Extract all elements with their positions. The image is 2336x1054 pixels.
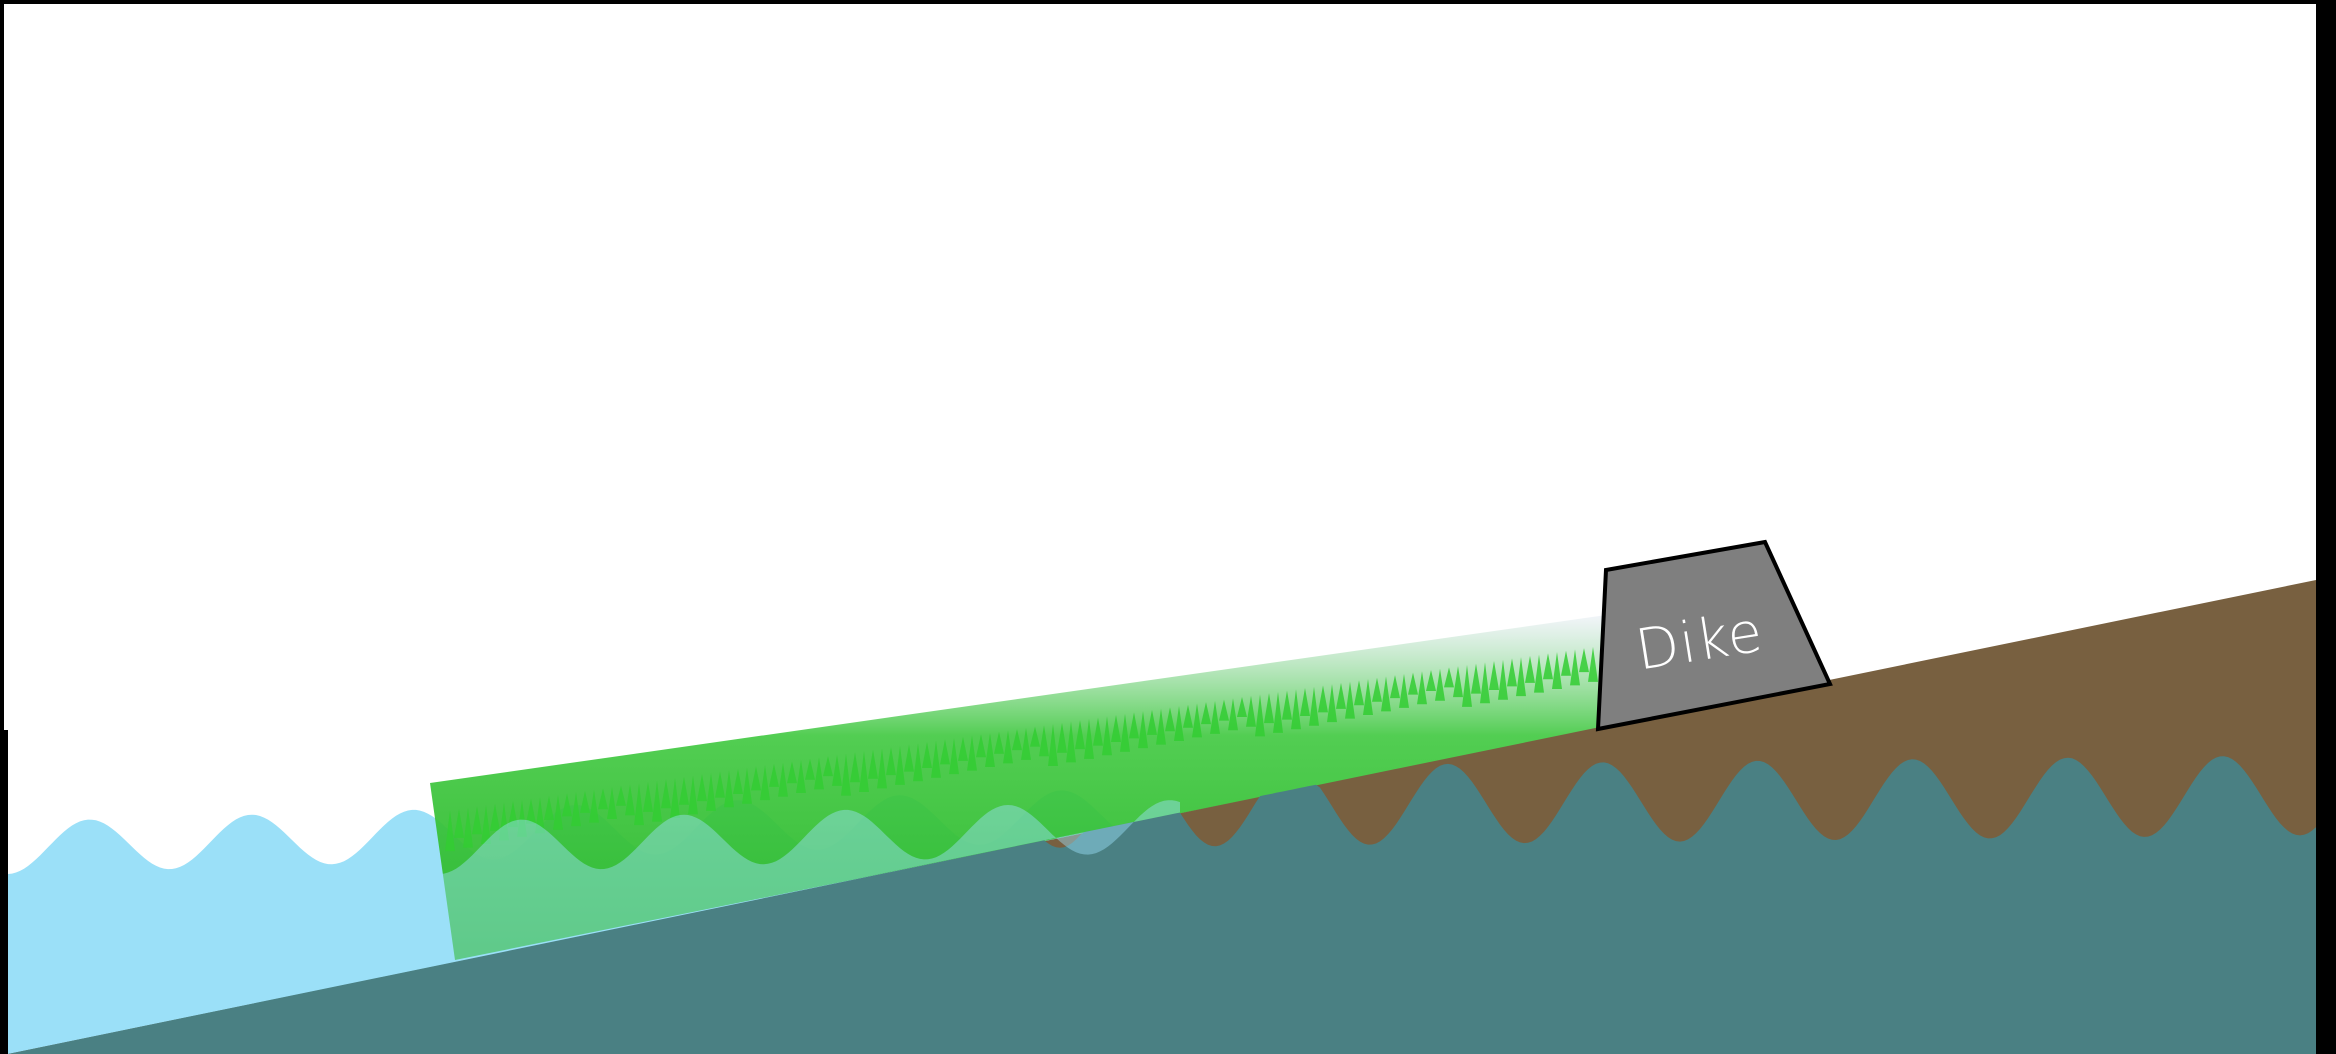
frame-left (0, 730, 8, 1054)
frame-right (2316, 0, 2336, 1054)
